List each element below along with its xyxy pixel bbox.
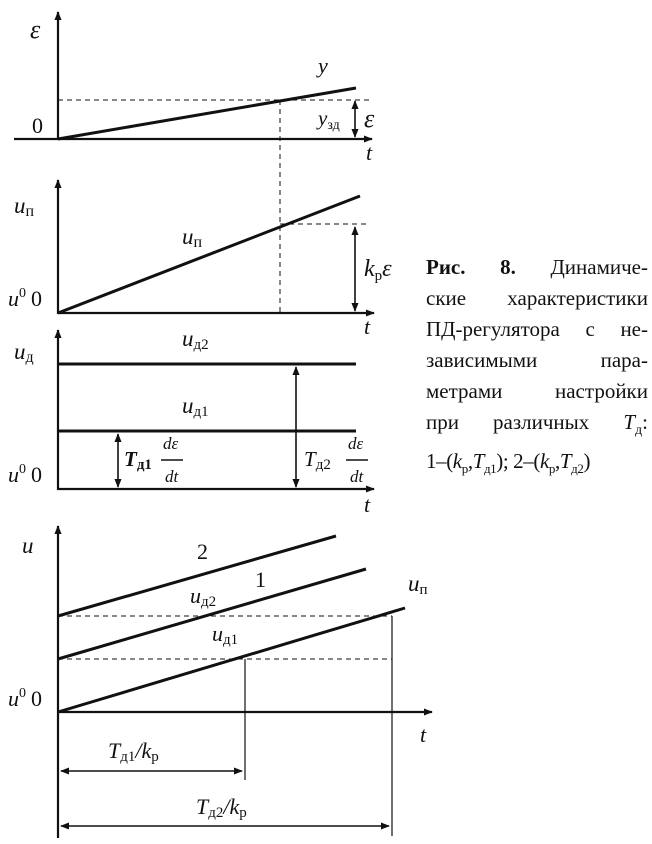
caption-line-2: ские характеристики [426, 286, 648, 310]
panel-error: ε 0 t y yзд ε [14, 11, 375, 165]
caption-line-7: 1–(kр,Tд1); 2–(kр,Tд2) [426, 449, 591, 477]
p3-frac2-num: dε [348, 434, 364, 453]
p1-setpoint-label: yзд [316, 106, 340, 133]
p3-fraction-2: dε dt [346, 434, 368, 486]
p3-ud1-label: uд1 [182, 393, 209, 420]
p4-un-label: uп [408, 571, 428, 598]
caption-line-4: зависимыми пара- [426, 348, 648, 372]
p4-t-label: t [420, 722, 427, 747]
p3-fraction-1: dε dt [161, 434, 183, 486]
p3-t-label: t [364, 492, 371, 517]
p4-curve-2-label: 2 [197, 539, 208, 564]
p4-ud2-label: uд2 [190, 583, 216, 610]
p3-y-axis-label: uд [14, 339, 34, 366]
p4-td2-kp-label: Tд2/kр [196, 794, 247, 821]
p1-t-label: t [366, 140, 373, 165]
p3-td2-label: Tд2 [304, 447, 331, 473]
p1-origin-label: 0 [32, 113, 43, 138]
figure-caption: Рис. 8. Динамиче- ские характеристики ПД… [426, 252, 648, 484]
p3-frac2-den: dt [350, 467, 365, 486]
p4-curve-2 [57, 534, 337, 618]
p4-y-axis-label: u [22, 533, 34, 558]
p4-td1-kp-label: Tд1/kр [108, 738, 159, 765]
p3-td1-label: Tд1 [124, 447, 152, 473]
p3-frac1-den: dt [165, 467, 180, 486]
caption-line-1: Рис. 8. Динамиче- [426, 252, 648, 283]
caption-prefix: Рис. 8. [426, 255, 516, 279]
p4-curve-1 [57, 567, 367, 661]
p1-y-curve [57, 86, 357, 141]
p2-un-curve [57, 194, 361, 315]
caption-td: Tд [623, 410, 643, 439]
p2-kpe-label: kрε [364, 256, 392, 284]
caption-line-6: при различных Tд: [426, 410, 648, 439]
p1-y-curve-label: y [316, 53, 328, 78]
p1-y-axis-label: ε [30, 15, 41, 44]
p3-ud2-label: uд2 [182, 326, 209, 353]
caption-text-6: при различных [426, 410, 590, 434]
p2-t-label: t [364, 314, 371, 339]
caption-text-1: Динамиче- [550, 255, 648, 279]
p4-ud1-label: uд1 [212, 621, 238, 648]
p2-y-axis-label: uп [14, 193, 35, 220]
p3-frac1-num: dε [163, 434, 179, 453]
p4-un-curve [57, 606, 406, 714]
p2-un-label: uп [182, 224, 203, 251]
p1-error-label: ε [364, 104, 375, 133]
caption-line-3: ПД-регулятора с не- [426, 317, 648, 341]
p4-curve-1-label: 1 [255, 567, 266, 592]
caption-line-5: метрами настройки [426, 379, 648, 403]
